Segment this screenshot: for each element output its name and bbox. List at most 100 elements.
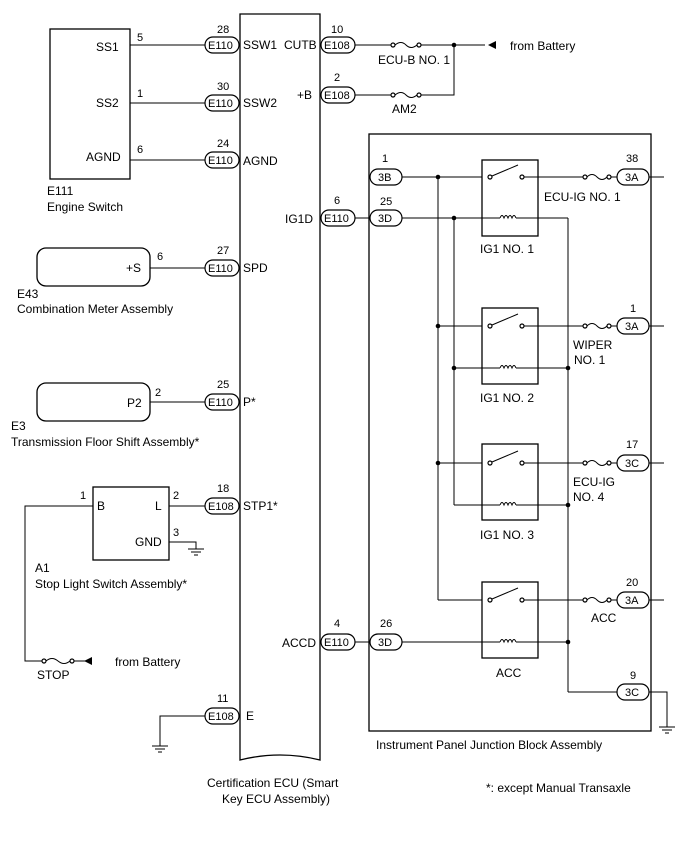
combination-meter-name: Combination Meter Assembly [17, 302, 173, 316]
engine-switch-box [49, 28, 131, 180]
junction-dot-bus-relay2 [435, 323, 441, 329]
battery-label: from Battery [510, 39, 575, 53]
engine-switch-pin-ss2: 1 [137, 88, 143, 100]
arrow-battery-icon [488, 41, 496, 49]
stop-light-code: A1 [35, 561, 50, 575]
fuse-ecu-ig-no4-icon [582, 460, 612, 466]
relay-ig1-no1 [481, 159, 539, 237]
connector-pin-10: 10 [331, 24, 343, 36]
engine-switch-pin-agnd: 6 [137, 144, 143, 156]
transmission-code: E3 [11, 419, 26, 433]
jb-input-code-3d-accd: 3D [378, 637, 392, 649]
connector-code-agnd: E110 [208, 155, 233, 167]
stop-battery-label: from Battery [115, 655, 180, 669]
junction-dot-return-acc [565, 639, 571, 645]
relay-ig1-no1-label: IG1 NO. 1 [480, 242, 534, 256]
connector-pin-25-p: 25 [217, 379, 229, 391]
stop-light-pin-b: 1 [80, 490, 86, 502]
output-pin-9: 9 [630, 670, 636, 682]
combination-meter-code: E43 [17, 287, 39, 301]
connector-e110-spd [204, 259, 240, 277]
output-pin-20: 20 [626, 577, 638, 589]
connector-code-cutb: E108 [324, 40, 350, 52]
relay-ig1-no3 [481, 443, 539, 521]
connector-pin-28: 28 [217, 24, 229, 36]
wire-am2-to-junction [421, 45, 455, 96]
junction-dot-coil-top [451, 215, 457, 221]
stop-light-terminal-l: L [155, 499, 162, 513]
output-code-3a-1: 3A [625, 321, 639, 333]
stop-light-name: Stop Light Switch Assembly* [35, 577, 187, 591]
stop-light-terminal-b: B [97, 499, 105, 513]
ecu-terminal-p: P* [243, 395, 256, 409]
relay-ig1-no2 [481, 307, 539, 385]
connector-pin-11: 11 [217, 693, 228, 705]
ecu-terminal-accd: ACCD [282, 636, 316, 650]
ecu-terminal-ssw1: SSW1 [243, 38, 277, 52]
fuse-ecub-icon [390, 42, 422, 48]
engine-switch-terminal-ss2: SS2 [96, 96, 119, 110]
fuse-wiper-label-2: NO. 1 [574, 353, 606, 367]
transmission-terminal: P2 [127, 396, 142, 410]
stop-light-switch-box [92, 486, 170, 561]
relay-acc-label: ACC [496, 666, 522, 680]
output-code-3c-17: 3C [625, 458, 639, 470]
transmission-name: Transmission Floor Shift Assembly* [11, 435, 200, 449]
stop-light-pin-l: 2 [173, 490, 179, 502]
junction-block-name: Instrument Panel Junction Block Assembly [376, 738, 602, 752]
output-pin-1: 1 [630, 303, 636, 315]
ecu-name-line1: Certification ECU (Smart [207, 776, 339, 790]
connector-code-e: E108 [208, 711, 234, 723]
footnote: *: except Manual Transaxle [486, 781, 631, 795]
ecu-terminal-ig1d: IG1D [285, 212, 313, 226]
connector-code-ssw1: E110 [208, 40, 233, 52]
combination-meter-terminal: +S [126, 261, 141, 275]
combination-meter-pin: 6 [157, 251, 163, 263]
connector-pin-30: 30 [217, 81, 229, 93]
jb-input-code-3d-ig1d: 3D [378, 213, 392, 225]
ground-symbol-stop-light [188, 548, 204, 556]
connector-code-p: E110 [208, 397, 233, 409]
connector-e110-agnd [204, 151, 240, 169]
connector-code-accd: E110 [324, 637, 349, 649]
output-code-3a-20: 3A [625, 595, 639, 607]
junction-dot-return-3 [565, 502, 571, 508]
relay-ig1-no2-label: IG1 NO. 2 [480, 391, 534, 405]
connector-pin-2: 2 [334, 72, 340, 84]
ecu-terminal-plus-b: +B [297, 88, 312, 102]
connector-e110-ssw2 [204, 94, 240, 112]
output-pin-38: 38 [626, 153, 638, 165]
engine-switch-terminal-agnd: AGND [86, 150, 121, 164]
arrow-stop-battery-icon [84, 657, 92, 665]
connector-code-ssw2: E110 [208, 98, 233, 110]
ecu-terminal-cutb: CUTB [284, 38, 317, 52]
fuse-ecub-label: ECU-B NO. 1 [378, 53, 450, 67]
relay-ig1-no3-label: IG1 NO. 3 [480, 528, 534, 542]
connector-pin-27: 27 [217, 245, 229, 257]
connector-e108-e [204, 707, 240, 725]
fuse-stop-icon [41, 658, 75, 664]
ecu-terminal-spd: SPD [243, 261, 268, 275]
engine-switch-pin-ss1: 5 [137, 32, 143, 44]
combination-meter-box [36, 247, 151, 287]
ground-symbol-ecu [152, 745, 168, 753]
jb-input-pin-1: 1 [382, 153, 388, 165]
fuse-acc-label: ACC [591, 611, 617, 625]
stop-light-pin-gnd: 3 [173, 527, 179, 539]
connector-code-ig1d: E110 [324, 213, 349, 225]
connector-pin-6: 6 [334, 195, 340, 207]
engine-switch-name: Engine Switch [47, 200, 123, 214]
fuse-wiper-no1-icon [582, 323, 612, 329]
connector-pin-24: 24 [217, 138, 229, 150]
wire-stop-light-gnd [169, 541, 197, 549]
fuse-ecu-ig-no4-label-1: ECU-IG [573, 475, 615, 489]
ecu-terminal-agnd: AGND [243, 154, 278, 168]
fuse-am2-label: AM2 [392, 102, 417, 116]
fuse-ecu-ig-no1-label: ECU-IG NO. 1 [544, 190, 621, 204]
fuse-wiper-label-1: WIPER [573, 338, 613, 352]
wire-stop-light-b [24, 505, 93, 662]
output-code-3c-9: 3C [625, 687, 639, 699]
engine-switch-code: E111 [47, 184, 74, 198]
engine-switch-terminal-ss1: SS1 [96, 40, 119, 54]
